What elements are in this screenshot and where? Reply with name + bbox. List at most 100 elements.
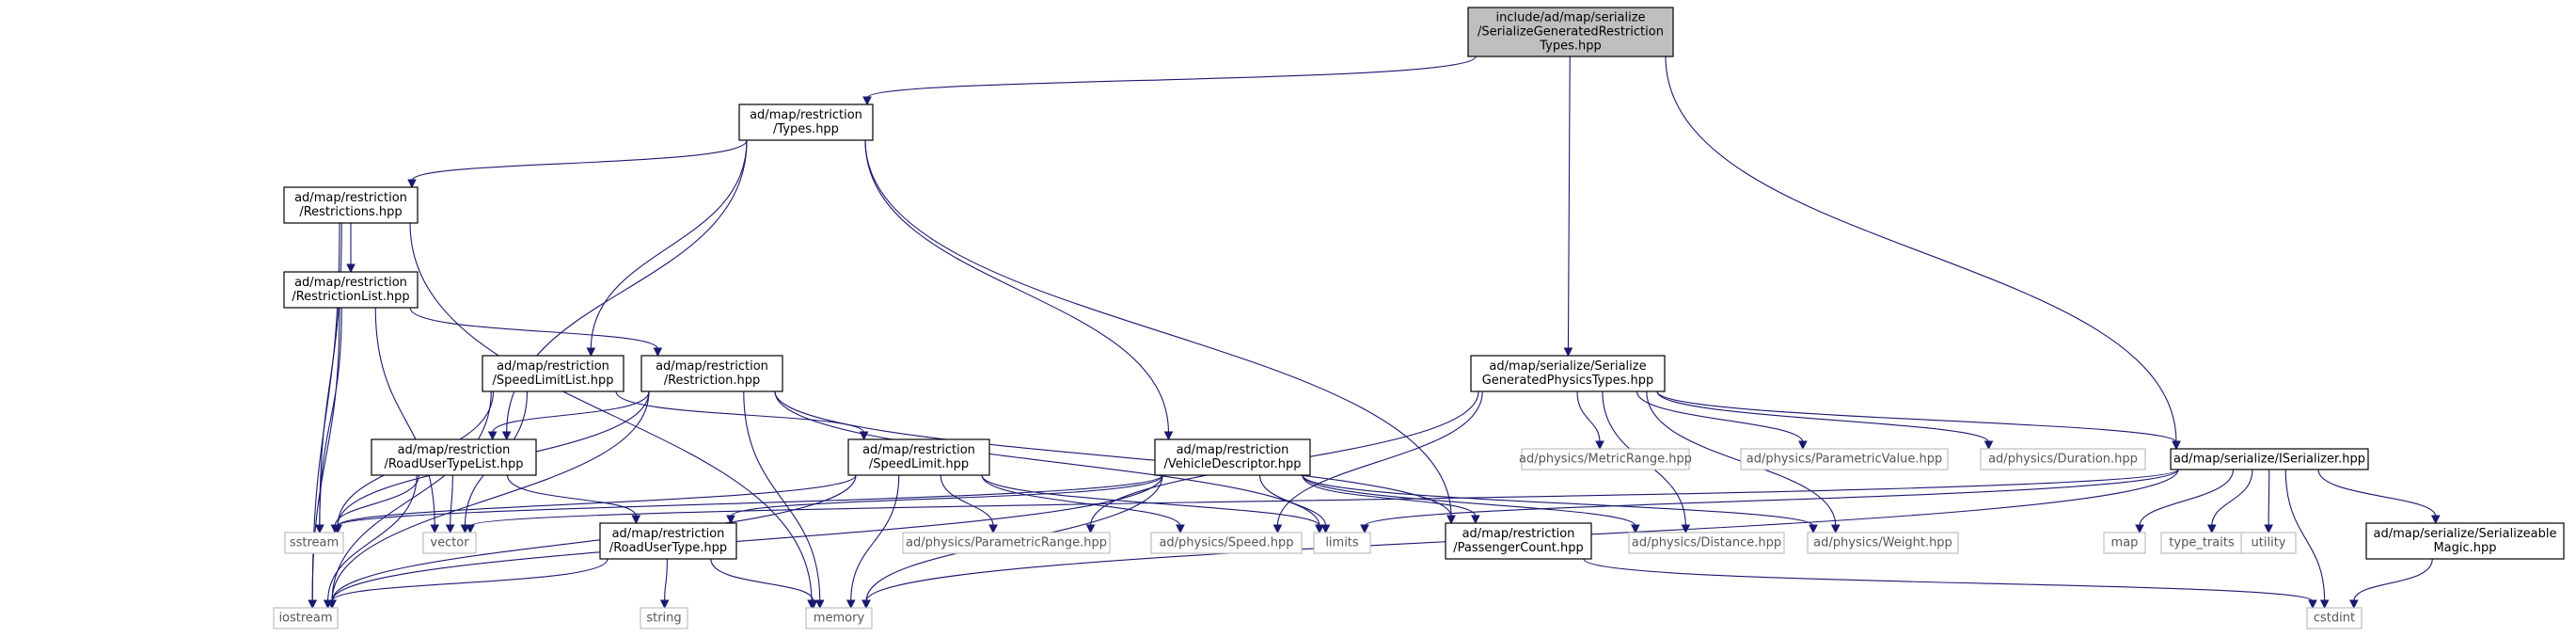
node-label: /Types.hpp [773, 122, 839, 136]
node-label: ad/map/restriction [612, 527, 725, 541]
edge-roadusertype-to-iostream [331, 558, 608, 602]
node-limits: limits [1313, 532, 1371, 554]
node-restrictions[interactable]: ad/map/restriction/Restrictions.hpp [283, 186, 419, 224]
node-passengercount[interactable]: ad/map/restriction/PassengerCount.hpp [1445, 522, 1592, 560]
node-parametricrange: ad/physics/ParametricRange.hpp [902, 532, 1111, 554]
arrow-head [1320, 524, 1331, 534]
edge-restriction-to-iostream [331, 390, 650, 602]
node-label: ad/physics/Speed.hpp [1159, 536, 1293, 550]
node-label: map [2111, 536, 2139, 550]
arrow-head [346, 263, 356, 274]
node-label: memory [814, 612, 865, 626]
arrow-head [1085, 524, 1096, 534]
edge-physicstypes-to-iserializer [1656, 390, 2177, 443]
node-label: ad/map/serialize/ISerializer.hpp [2173, 453, 2365, 467]
arrow-head [2349, 599, 2359, 610]
arrow-head [2264, 524, 2273, 534]
node-restriction[interactable]: ad/map/restriction/Restriction.hpp [640, 355, 783, 392]
node-roadusertypelist[interactable]: ad/map/restriction/RoadUserTypeList.hpp [371, 438, 537, 476]
node-parametricvalue: ad/physics/ParametricValue.hpp [1740, 448, 1949, 470]
arrow-head [466, 524, 475, 534]
edge-iserializer-to-magic [2317, 469, 2437, 518]
edge-speedlimitlist-to-iostream [331, 390, 492, 602]
edge-roadusertypelist-to-vector [450, 474, 453, 527]
node-roadusertype[interactable]: ad/map/restriction/RoadUserType.hpp [599, 522, 737, 560]
arrow-head [1595, 440, 1604, 451]
node-duration: ad/physics/Duration.hpp [1980, 448, 2146, 470]
node-label: ad/physics/Distance.hpp [1632, 536, 1781, 550]
edge-speedlimit-to-speed [981, 474, 1181, 527]
arrow-head [1631, 524, 1640, 534]
node-iostream: iostream [273, 607, 339, 629]
node-box [2170, 448, 2369, 470]
arrow-head [430, 524, 440, 534]
node-label: Magic.hpp [2433, 541, 2496, 555]
node-box [902, 532, 1111, 554]
arrow-head [1176, 524, 1185, 534]
edge-restrictionlist-to-vector [374, 307, 435, 527]
edge-magic-to-cstdint [2353, 558, 2433, 602]
node-types[interactable]: ad/map/restriction/Types.hpp [738, 104, 874, 141]
node-distance: ad/physics/Distance.hpp [1628, 532, 1785, 554]
node-label: /Restrictions.hpp [299, 205, 402, 219]
node-map: map [2103, 532, 2146, 554]
arrow-head [2172, 440, 2181, 451]
edge-restrictionlist-to-sstream [319, 307, 342, 527]
node-root[interactable]: include/ad/map/serialize/SerializeGenera… [1467, 7, 1674, 57]
edge-root-to-iserializer [1665, 56, 2177, 443]
edge-vehicledescriptor-to-iostream [331, 474, 1163, 602]
node-physicstypes[interactable]: ad/map/serialize/SerializeGeneratedPhysi… [1470, 355, 1666, 392]
edge-restrictions-to-memory [409, 222, 813, 602]
arrow-head [586, 347, 596, 358]
node-iserializer[interactable]: ad/map/serialize/ISerializer.hpp [2170, 448, 2369, 470]
node-box [482, 355, 624, 392]
arrow-head [845, 599, 856, 610]
node-label: iostream [278, 612, 332, 626]
node-speedlimitlist[interactable]: ad/map/restriction/SpeedLimitList.hpp [482, 355, 624, 392]
arrow-head [1272, 524, 1283, 534]
node-label: ad/map/restriction [1177, 443, 1289, 457]
node-label: /SerializeGeneratedRestriction [1478, 25, 1664, 40]
node-cstdint: cstdint [2306, 607, 2363, 629]
node-box [1154, 438, 1311, 476]
node-label: ad/physics/Weight.hpp [1813, 536, 1952, 550]
node-box [1807, 532, 1959, 554]
node-label: ad/map/restriction [398, 443, 511, 457]
edge-iserializer-to-limits [1364, 469, 2179, 527]
arrow-head [814, 599, 825, 610]
node-restrictionlist[interactable]: ad/map/restriction/RestrictionList.hpp [283, 271, 419, 309]
node-metricrange: ad/physics/MetricRange.hpp [1519, 448, 1692, 470]
edge-vehicledescriptor-to-weight [1302, 474, 1814, 527]
arrow-head [2430, 515, 2441, 525]
node-weight: ad/physics/Weight.hpp [1807, 532, 1959, 554]
edge-roadusertypelist-to-roadusertype [506, 474, 637, 518]
arrow-head [653, 347, 663, 358]
edge-iserializer-to-type_traits [2211, 469, 2253, 527]
node-vehicledescriptor[interactable]: ad/map/restriction/VehicleDescriptor.hpp [1154, 438, 1311, 476]
node-box [273, 607, 339, 629]
arrow-head [2135, 524, 2144, 534]
edge-vehicledescriptor-to-roadusertype [730, 474, 1163, 518]
arrow-head [327, 599, 337, 610]
arrow-head [445, 524, 455, 534]
edge-types-to-vehicledescriptor [864, 139, 1170, 434]
node-box [1740, 448, 1949, 470]
node-label: /RoadUserTypeList.hpp [384, 457, 523, 471]
node-box [805, 607, 873, 629]
node-label: ad/map/restriction [656, 359, 768, 374]
arrow-head [861, 599, 871, 610]
node-speedlimit[interactable]: ad/map/restriction/SpeedLimit.hpp [847, 438, 990, 476]
node-label: limits [1325, 536, 1359, 550]
node-label: GeneratedPhysicsTypes.hpp [1482, 374, 1654, 388]
edge-speedlimit-to-parametricrange [940, 474, 994, 527]
edge-roadusertype-to-string [664, 558, 668, 602]
edge-vehicledescriptor-to-limits [1259, 474, 1327, 527]
node-box [2306, 607, 2363, 629]
node-label: ad/map/restriction [862, 443, 975, 457]
node-type-traits: type_traits [2160, 532, 2243, 554]
edge-physicstypes-to-speed [1276, 390, 1483, 527]
node-string: string [640, 607, 688, 629]
node-box [2103, 532, 2146, 554]
